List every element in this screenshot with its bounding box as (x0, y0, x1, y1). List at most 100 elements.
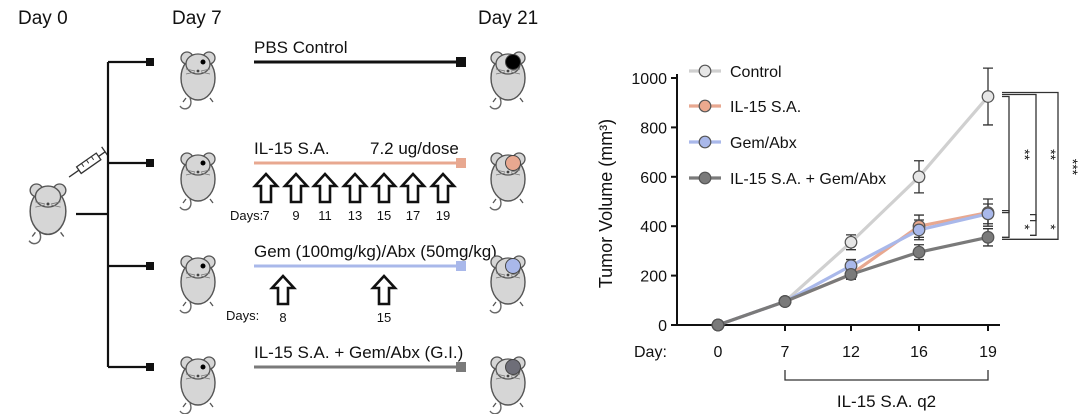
group-2-day7-mouse-icon (179, 255, 216, 314)
day-7-label: Day 7 (172, 8, 222, 29)
sig-bracket-4 (1030, 213, 1037, 236)
group-2-day7-mouse-whiskers (185, 272, 211, 279)
legend-3-swatch-marker (698, 171, 712, 185)
day0-mouse-nose (46, 202, 50, 206)
group-1-dose-day-0: 7 (262, 208, 269, 223)
group-0-day7-mouse-head (185, 53, 211, 75)
day0-mouse-icon (28, 183, 67, 245)
group-2-treatment-end (456, 261, 466, 271)
group-2-dose-day-0: 8 (279, 310, 286, 325)
group-1-day7-mouse-icon (179, 152, 216, 211)
x-tick-label-3: 16 (910, 344, 928, 361)
y-tick-label-3: 600 (640, 170, 667, 187)
group-0-branch-end (146, 58, 154, 66)
group-2-day7-mouse-tail (179, 301, 192, 314)
group-2-day21-mouse-nose (506, 273, 510, 277)
group-1-dose-day-1: 9 (292, 208, 299, 223)
group-1-dose-arrow-0 (252, 172, 280, 204)
group-0-day21-mouse-whiskers (495, 68, 521, 75)
group-1-dose-arrow-5 (399, 172, 427, 204)
y-tick-label-1: 200 (640, 269, 667, 286)
group-1-branch-end (146, 159, 154, 167)
group-1-day7-mouse-feet (182, 198, 214, 204)
x-tick-label-2: 12 (842, 344, 860, 361)
y-tick-label-2: 400 (640, 219, 667, 236)
sig-label-2: *** (1065, 159, 1080, 176)
day-21-label: Day 21 (478, 8, 538, 29)
group-1-day7-mouse-whiskers (185, 169, 211, 176)
sig-bracket-3 (1002, 209, 1010, 238)
series-0-point-2 (844, 235, 858, 249)
legend-1-swatch-marker (698, 99, 712, 113)
series-3-point-2 (844, 267, 858, 281)
group-3-day7-mouse-whiskers (185, 373, 211, 380)
group-2-day21-mouse-tail (489, 301, 502, 314)
group-1-day7-mouse-head (185, 154, 211, 176)
group-3-label: IL-15 S.A. + Gem/Abx (G.I.) (254, 343, 463, 362)
group-2-day21-mouse-whiskers (495, 272, 521, 279)
group-1-day21-mouse-feet (492, 198, 524, 204)
group-0-day21-tumor-marker (505, 54, 521, 70)
group-0-day7-mouse-tail (179, 97, 192, 110)
group-2-day21-tumor-marker (505, 258, 521, 274)
sig-bracket-0 (1002, 95, 1010, 214)
sig-bracket-1 (1002, 93, 1037, 222)
series-3-line (717, 235, 989, 327)
y-tick-label-4: 800 (640, 120, 667, 137)
series-3-point-3 (912, 245, 926, 259)
y-axis-label: Tumor Volume (mm³) (596, 119, 616, 288)
group-0-day7-mouse-feet (182, 97, 214, 103)
series-0-point-4 (981, 90, 995, 103)
group-1-dose-day-4: 15 (377, 208, 391, 223)
group-0-day7-mouse-nose (196, 69, 200, 73)
group-3-day7-mouse-icon (179, 356, 216, 414)
group-3-day7-tumor-marker (200, 364, 206, 370)
group-0-day21-mouse-icon (489, 51, 526, 110)
x-tick-label-1: 7 (781, 344, 790, 361)
group-0-label: PBS Control (254, 38, 348, 57)
group-1-dose: 7.2 ug/dose (370, 139, 459, 158)
group-2-day7-mouse-head (185, 257, 211, 279)
group-2-days-prefix: Days: (226, 308, 259, 323)
group-3-day21-mouse-icon (489, 356, 526, 414)
syringe-tick-0 (81, 163, 85, 168)
y-tick-label-0: 0 (658, 318, 667, 335)
group-0-day21-mouse-feet (492, 97, 524, 103)
group-2-label: Gem (100mg/kg)/Abx (50mg/kg) (254, 242, 497, 261)
group-0-day7-mouse-icon (179, 51, 216, 110)
legend-0-label: Control (730, 64, 782, 81)
group-0-day7-tumor-marker (200, 59, 206, 65)
group-0-treatment-end (456, 57, 466, 67)
group-1-day7-tumor-marker (200, 160, 206, 166)
day0-mouse-feet (31, 231, 65, 237)
group-1-day21-mouse-nose (506, 170, 510, 174)
series-2-point-3 (912, 223, 926, 237)
group-2-day7-mouse-feet (182, 301, 214, 307)
group-1-days-prefix: Days: (230, 208, 263, 223)
group-3-day21-mouse-feet (492, 402, 524, 408)
group-1-day7-mouse-nose (196, 170, 200, 174)
group-1-dose-day-3: 13 (348, 208, 362, 223)
legend-2-label: Gem/Abx (730, 135, 797, 152)
x-tick-label-4: 19 (979, 344, 997, 361)
legend-1-label: IL-15 S.A. (730, 99, 801, 116)
group-1-day21-mouse-tail (489, 198, 502, 211)
day0-mouse-head (34, 185, 62, 208)
group-2-day21-mouse-feet (492, 301, 524, 307)
series-3-point-0 (711, 318, 725, 332)
group-1-day21-mouse-icon (489, 152, 526, 211)
syringe-tick-1 (86, 159, 90, 164)
day0-mouse-whiskers (35, 201, 61, 208)
group-2-branch-end (146, 262, 154, 270)
legend-3-label: IL-15 S.A. + Gem/Abx (730, 171, 886, 188)
group-1-dose-day-6: 19 (436, 208, 450, 223)
group-0-day7-mouse-whiskers (185, 68, 211, 75)
legend-0-swatch-marker (698, 64, 712, 78)
series-0-point-3 (912, 170, 926, 184)
x-tick-label-0: 0 (714, 344, 723, 361)
sig-label-0: ** (1017, 149, 1033, 160)
group-2-dose-day-1: 15 (377, 310, 391, 325)
syringe-barrel (75, 152, 102, 175)
